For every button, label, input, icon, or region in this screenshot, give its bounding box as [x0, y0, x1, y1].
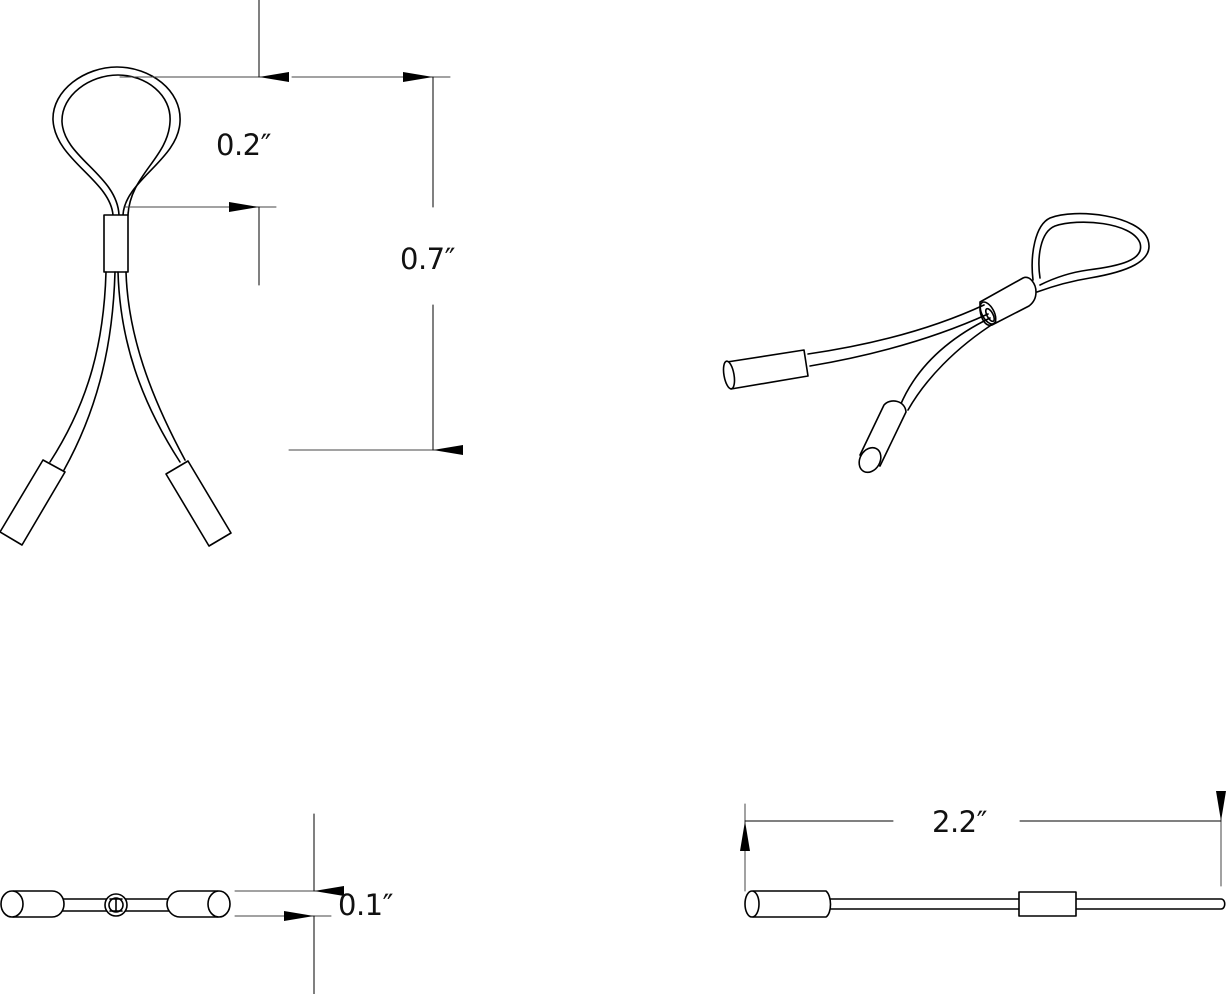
bottom-view-dimensions	[234, 813, 344, 994]
side-view	[744, 890, 1226, 918]
bottom-view	[0, 890, 231, 918]
side-ferrule	[752, 890, 832, 918]
side-view-dimensions	[740, 791, 1226, 892]
iso-long-ferrule	[726, 349, 809, 390]
dimension-overall-length: 2.2″	[932, 805, 987, 839]
right-ferrule	[165, 460, 232, 547]
dimension-overall-height: 0.7″	[400, 242, 455, 276]
loop-inner	[61, 74, 171, 216]
isometric-view	[722, 212, 1150, 474]
left-ferrule	[0, 459, 66, 546]
dimension-loop-height: 0.2″	[216, 128, 271, 162]
side-crimp-sleeve	[1018, 891, 1077, 917]
front-view	[0, 66, 232, 547]
loop-outer	[52, 66, 181, 216]
front-view-dimensions	[119, 0, 463, 455]
dimension-thickness: 0.1″	[338, 888, 393, 922]
crimp-sleeve	[103, 214, 129, 273]
